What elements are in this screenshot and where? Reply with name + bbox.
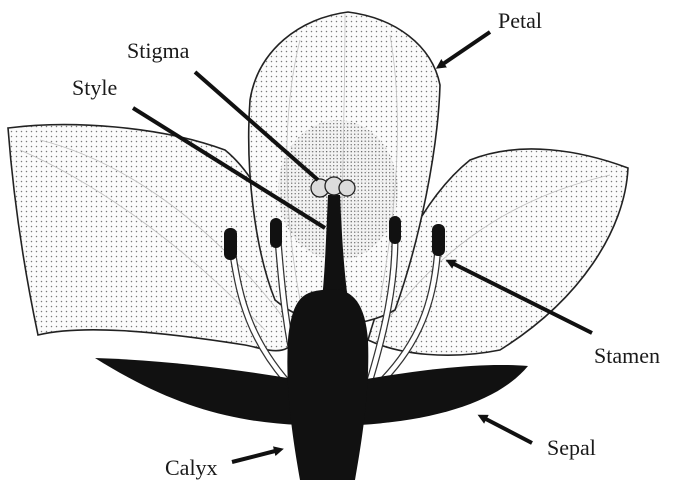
sepal-pointer bbox=[482, 417, 532, 443]
calyx-pointer bbox=[232, 450, 279, 462]
ovary bbox=[287, 289, 368, 480]
stamen-label: Stamen bbox=[594, 345, 660, 367]
petal-label: Petal bbox=[498, 10, 542, 32]
anther bbox=[432, 224, 445, 256]
anther bbox=[389, 216, 401, 244]
anther bbox=[224, 228, 237, 260]
calyx-label: Calyx bbox=[165, 457, 218, 479]
stigma-label: Stigma bbox=[127, 40, 189, 62]
left-sepal bbox=[95, 358, 300, 425]
anther bbox=[270, 218, 282, 248]
style-label: Style bbox=[72, 77, 117, 99]
sepal-label: Sepal bbox=[547, 437, 596, 459]
petal-pointer bbox=[440, 32, 490, 66]
